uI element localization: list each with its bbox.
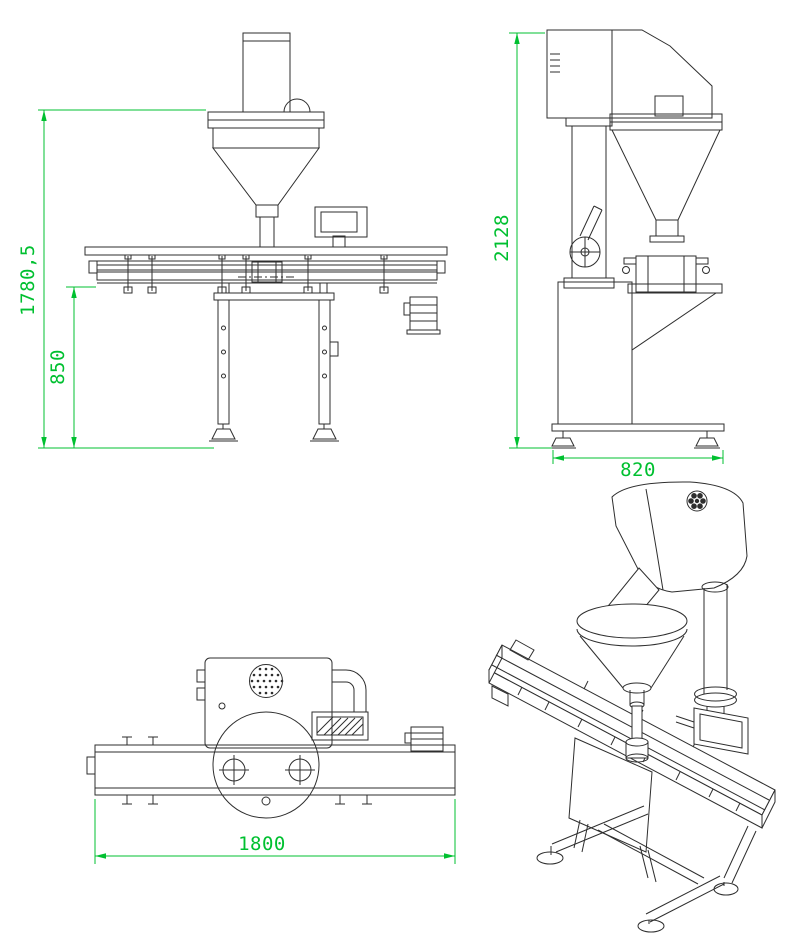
auger-motor (242, 32, 311, 113)
drive-motor-top (404, 726, 444, 752)
rail-clamps-front (123, 254, 389, 294)
base-side (550, 423, 725, 449)
control-panel-top (311, 711, 369, 741)
machine-head-side (546, 29, 713, 119)
conveyor-top (86, 736, 456, 805)
legs-front (209, 283, 339, 442)
iso-base-frame (536, 805, 757, 933)
side-view (546, 29, 725, 449)
elbow-pipe-top (332, 669, 367, 712)
side-dimensions: 2128 820 (491, 32, 724, 481)
dimension-label-side-base-width: 820 (620, 459, 656, 481)
column-side (563, 117, 615, 289)
filler-housing-top (196, 657, 333, 749)
dimension-label-top-conveyor-length: 1800 (238, 833, 286, 855)
hopper-front (207, 111, 325, 248)
control-panel-front (314, 206, 368, 248)
isometric-view (488, 481, 776, 933)
top-view (86, 657, 456, 819)
cabinet-side (557, 281, 723, 425)
handwheel-side (569, 205, 603, 268)
vent-grid (249, 664, 284, 698)
iso-machine-head (599, 481, 748, 716)
iso-fill-tube (625, 705, 649, 763)
dimension-label-front-total-height: 1780,5 (17, 244, 39, 316)
dimension-label-side-total-height: 2128 (491, 214, 513, 262)
top-dimension: 1800 (94, 799, 456, 864)
head-vent-icon (686, 490, 708, 512)
dimension-label-front-working-height: 850 (47, 349, 69, 385)
rotary-body-top (212, 711, 320, 819)
iso-control-panel (675, 707, 749, 755)
front-dimensions: 1780,5 850 (17, 109, 214, 449)
front-view (84, 32, 448, 442)
fill-station-side (622, 255, 710, 293)
drive-motor-front (403, 296, 441, 335)
iso-funnel (576, 603, 688, 709)
conveyor-front (84, 246, 448, 294)
hopper-side (609, 113, 723, 243)
